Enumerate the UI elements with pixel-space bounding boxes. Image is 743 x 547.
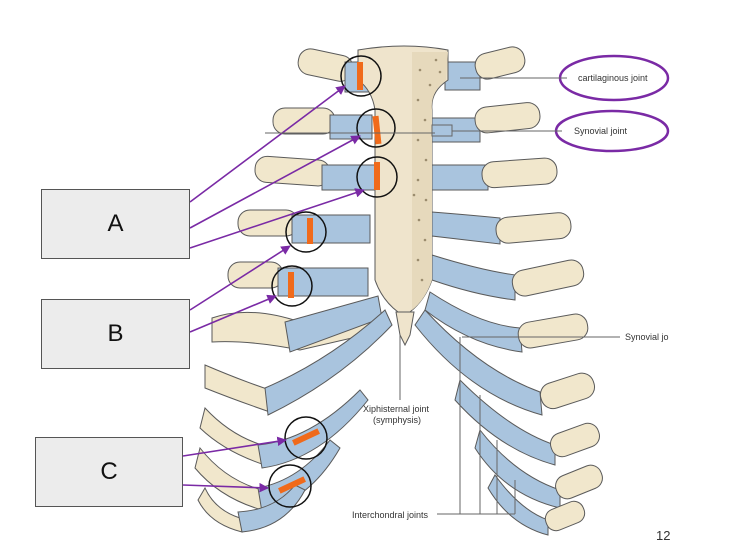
marker-6 [292,428,320,446]
answer-box-c[interactable]: C [35,437,183,507]
arrow-c-1 [182,436,287,457]
leader-lines [265,77,620,515]
arrow-b-1 [189,245,291,311]
circle-5 [271,265,313,307]
left-rib-3-bone [254,155,331,187]
box-b-label: B [107,320,124,347]
marker-2 [372,115,382,145]
marker-1 [357,62,363,90]
left-rib-4-cartilage [291,214,371,244]
arrow-a-3 [189,188,365,249]
label-xiphisternal-joint: Xiphisternal joint [363,404,430,414]
marker-7 [278,476,306,494]
right-rib-4-cartilage [431,211,501,245]
xiphoid-process [395,311,415,347]
label-xiphisternal-symphysis: (symphysis) [373,415,421,425]
right-rib-3-bone [481,157,558,189]
left-rib-7 [204,364,271,413]
right-rib-5-cartilage [431,254,516,301]
page-number: 12 [656,528,670,543]
arrow-c-2 [182,482,269,493]
left-rib-3-cartilage [321,164,378,191]
label-synovial-joint-right: Synovial jo [625,332,669,342]
right-rib-1-bone [474,46,526,80]
arrow-a-2 [189,135,361,229]
left-rib-7-cartilage [264,309,393,416]
circle-2 [356,108,396,148]
marker-5 [288,272,294,298]
right-rib-7-bone [539,372,596,410]
label-cartilaginous-joint: cartilaginous joint [578,73,648,83]
left-rib-8-cartilage [257,389,369,469]
sternum-texture [412,52,448,310]
right-rib-10-cartilage [487,474,549,536]
circle-7 [268,464,312,508]
answer-box-b[interactable]: B [41,299,190,369]
right-rib-4-bone [495,212,572,244]
right-rib-5-bone [511,259,585,297]
left-rib-2-cartilage [329,114,373,140]
marker-4 [307,218,313,244]
sternum [357,45,449,347]
purple-arrows [182,85,365,493]
left-rib-2-bone [272,107,336,135]
right-rib-7-cartilage [414,309,543,416]
box-a-label: A [107,210,124,237]
right-rib-2-bone [474,102,541,134]
right-rib-3-cartilage [429,164,489,191]
joint-markers [278,62,382,494]
right-ribs [414,46,603,536]
right-rib-10-bone [544,500,586,532]
right-rib-8-bone [550,422,600,458]
right-rib-2-cartilage [431,117,481,143]
label-ellipses [554,54,670,153]
marker-3 [374,162,380,190]
sternum-dots [412,58,442,282]
circle-4 [285,211,327,253]
right-rib-6-bone [517,313,589,349]
arrow-b-2 [189,294,277,333]
left-rib-10-cartilage [237,484,306,533]
circle-1 [340,55,382,97]
answer-box-a[interactable]: A [41,189,190,259]
circle-3 [356,156,398,198]
arrow-a-1 [189,85,346,203]
right-rib-1-cartilage [444,61,481,91]
right-rib-9-bone [555,464,603,500]
box-c-label: C [100,458,118,485]
left-rib-8 [199,406,266,466]
joint-circles [268,55,398,508]
label-synovial-joint-top: Synovial joint [574,126,628,136]
left-rib-4-bone [237,209,299,237]
label-interchondral-joints: Interchondral joints [352,510,429,520]
